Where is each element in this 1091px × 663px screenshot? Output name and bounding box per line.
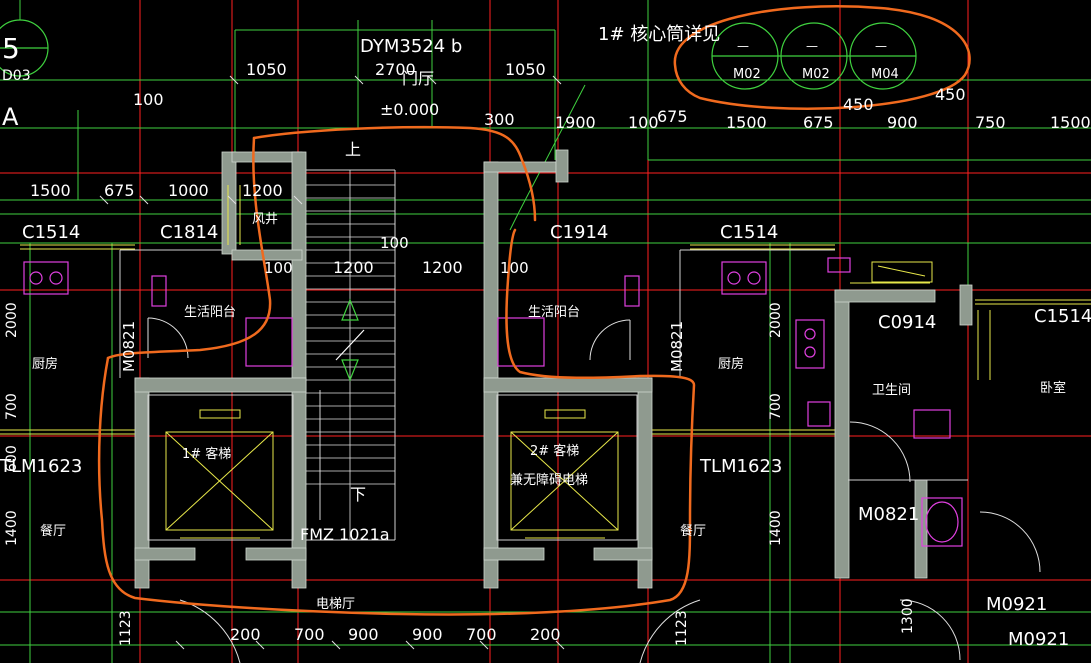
dim-bottom-4: 900: [412, 625, 443, 644]
door-code-m0921-b: M0921: [1008, 629, 1069, 650]
room-elevator-hall: 电梯厅: [316, 597, 355, 612]
dim-vert-10: 1123: [674, 610, 690, 646]
dim-vert-1: 2000: [4, 302, 20, 338]
dim-vert-8: 1300: [900, 598, 916, 634]
inner-outlines: [119, 169, 968, 541]
bubble-3-top: —: [875, 39, 887, 53]
window-code-6: C1514: [1034, 306, 1091, 327]
yellow-lines: [0, 185, 1091, 435]
door-code-tlm-left: TLM1623: [0, 456, 82, 477]
bubble-2-top: —: [806, 39, 818, 53]
window-code-1: C1514: [22, 222, 80, 243]
corner-bubble-bottom: D03: [2, 68, 31, 84]
corner-axis-label: A: [2, 103, 19, 131]
dim-row2-8: 100: [500, 259, 529, 277]
stair-arrows: [335, 298, 365, 382]
dim-bottom-3: 900: [348, 625, 379, 644]
dim-top-9: 1500: [726, 113, 767, 132]
dim-bottom-6: 200: [530, 625, 561, 644]
elevator-1: [165, 409, 274, 539]
room-dining-right: 餐厅: [680, 523, 706, 539]
dim-top-13: 1500: [1050, 113, 1091, 132]
dim-row2-3: 1000: [168, 181, 209, 200]
window-code-5: C0914: [878, 312, 936, 333]
dim-row2-4: 1200: [242, 181, 283, 200]
bubble-3-bottom: M04: [871, 67, 899, 82]
stair-treads: [306, 170, 395, 540]
door-code-m0821-bath: M0821: [858, 504, 919, 525]
dim-top-15: 450: [935, 85, 966, 104]
window-code-2: C1814: [160, 222, 218, 243]
dim-bottom-5: 700: [466, 625, 497, 644]
window-code-4: C1514: [720, 222, 778, 243]
dim-vert-5: 2000: [768, 302, 784, 338]
dim-vert-4: 1400: [4, 510, 20, 546]
room-air-shaft: 风井: [252, 212, 278, 227]
dim-top-5: 300: [484, 110, 515, 129]
dim-row2-5: 100: [380, 234, 409, 252]
dim-top-4: 100: [133, 90, 164, 109]
stair-down-label: 下: [350, 485, 366, 504]
detail-bubbles: [0, 19, 917, 90]
review-markup: [97, 5, 971, 616]
room-elevator-2-sub: 兼无障碍电梯: [510, 473, 588, 488]
door-code-fmz: FMZ 1021a: [300, 525, 390, 544]
room-balcony-left: 生活阳台: [184, 305, 236, 320]
dim-row2-1: 1500: [30, 181, 71, 200]
room-elevator-1: 1# 客梯: [182, 446, 231, 462]
door-code-m0921-a: M0921: [986, 594, 1047, 615]
window-code-3: C1914: [550, 222, 608, 243]
dim-top-10: 675: [803, 113, 834, 132]
dim-top-7: 100: [628, 113, 659, 132]
room-elevator-2: 2# 客梯: [530, 443, 579, 459]
dim-vert-3: 600: [4, 445, 20, 472]
dim-bottom-2: 700: [294, 625, 325, 644]
fixtures: [23, 257, 963, 547]
room-bathroom: 卫生间: [872, 383, 911, 398]
text-labels: DYM3524 b 门厅 ±0.000 1# 核心筒详见 — M02 — M02…: [0, 24, 1091, 650]
room-kitchen-right: 厨房: [718, 356, 744, 372]
door-code-main: DYM3524 b: [360, 36, 462, 57]
room-bedroom: 卧室: [1040, 380, 1066, 396]
bubble-1-top: —: [737, 39, 749, 53]
dim-top-11: 900: [887, 113, 918, 132]
core-note: 1# 核心筒详见: [598, 24, 720, 45]
dim-vert-9: 1123: [118, 610, 134, 646]
bubble-2-bottom: M02: [802, 67, 830, 82]
room-balcony-right: 生活阳台: [528, 305, 580, 320]
room-kitchen-left: 厨房: [32, 356, 58, 372]
door-code-m0821-right: M0821: [668, 321, 686, 372]
walls: [134, 149, 973, 589]
dim-vert-6: 700: [768, 393, 784, 420]
dim-row2-7: 1200: [422, 258, 463, 277]
elevator-2: [510, 409, 619, 539]
dim-top-3: 1050: [505, 60, 546, 79]
door-code-tlm-right: TLM1623: [699, 456, 782, 477]
dim-row2-9: 100: [264, 259, 293, 277]
dim-row2-2: 675: [104, 181, 135, 200]
dim-ticks: [99, 75, 565, 650]
dim-top-2: 2700: [375, 60, 416, 79]
room-dining-left: 餐厅: [40, 523, 66, 539]
dim-top-8: 675: [657, 107, 688, 126]
elevation-label: ±0.000: [380, 100, 439, 119]
entrance-room-label: 门厅: [402, 69, 434, 88]
door-code-m0821-left: M0821: [120, 321, 138, 372]
dim-bottom-1: 200: [230, 625, 261, 644]
dim-row2-6: 1200: [333, 258, 374, 277]
dim-vert-7: 1400: [768, 510, 784, 546]
dim-top-6: 1900: [555, 113, 596, 132]
dim-top-14: 450: [843, 95, 874, 114]
stair-up-label: 上: [345, 140, 361, 159]
bubble-1-bottom: M02: [733, 67, 761, 82]
dim-vert-2: 700: [4, 393, 20, 420]
corner-bubble-top: 5: [2, 32, 20, 65]
dim-top-12: 750: [975, 113, 1006, 132]
dim-top-1: 1050: [246, 60, 287, 79]
